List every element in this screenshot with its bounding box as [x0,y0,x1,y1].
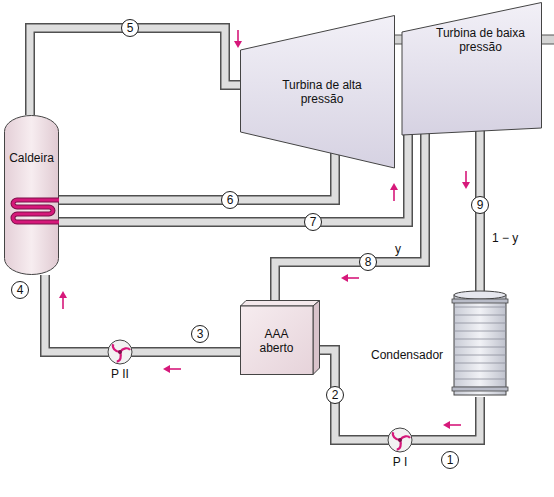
pipe-bore [332,152,339,175]
flow-arrowhead [341,274,348,282]
heater-side [313,301,320,375]
condenser-rib [454,363,506,364]
callout-number: 2 [326,386,344,404]
callout-number: 5 [121,19,139,37]
pipe-connector [140,352,240,373]
pump-hub [118,350,122,354]
condenser-rib [454,307,506,308]
feedwater-heater: AAA aberto [240,300,320,375]
node-label: P I [393,455,407,469]
pipe-wall [330,152,340,175]
pipe-connector [320,350,380,440]
flow-arrowhead [390,183,398,190]
flow-arrowhead [462,182,470,189]
pipe-wall [320,350,380,440]
pipe-connector [30,28,242,115]
node-label: Condensador [371,348,443,362]
boiler: Caldeira [4,115,59,275]
flow-arrowhead [234,41,242,48]
condenser-rib [454,371,506,372]
condenser-flange [452,387,508,391]
pipe-wall [140,347,240,357]
condenser-rib [454,379,506,380]
pipe-bore [320,350,380,440]
callout-number: 9 [471,196,489,214]
pipe-wall [475,397,485,405]
callout-number: 8 [359,253,377,271]
node-label: AAA aberto [251,327,303,355]
condenser-cap [454,291,506,299]
pipe-bore [477,144,484,285]
flow-arrow [237,30,239,41]
pipe-connector [462,144,480,285]
pipe-bore [59,175,335,200]
boiler-vessel [5,116,59,275]
pipe-bore [477,397,484,405]
condenser-rib [454,347,506,348]
node-label: P II [111,367,129,381]
heater-top [241,301,320,307]
turbine: Turbina de alta pressão [240,15,395,175]
pipe-connector [275,144,425,300]
condenser: Condensador [371,285,512,405]
heater-front [241,306,314,375]
pump-casing [388,428,412,452]
callout-number: 7 [304,213,322,231]
condenser-flange [452,299,508,303]
heating-coil [13,200,59,222]
callout-number: 4 [11,281,29,299]
flow-fraction: 1 − y [490,231,520,245]
condenser-rib [454,315,506,316]
flow-arrow [393,190,395,201]
shape-outline [4,115,59,275]
flow-arrowhead [59,291,67,298]
pump: P I [380,425,420,475]
condenser-shell [454,295,506,395]
pipe-wall [475,144,485,285]
flow-arrow [465,171,467,182]
shape-outline [400,2,542,144]
pipe-bore [140,349,240,356]
node-label: Turbina de baixa pressão [433,26,528,54]
turbine-body [241,16,395,169]
condenser-rib [454,339,506,340]
flow-arrowhead [443,421,450,429]
callout-number: 1 [441,451,459,469]
pipe-bore [45,275,100,352]
flow-fraction: y [393,242,403,256]
callout-number: 6 [221,191,239,209]
node-label: Turbina de alta pressão [272,78,372,106]
flow-arrowhead [163,365,170,373]
pipe-wall [420,405,480,440]
shape-outline [371,285,512,405]
pump: P II [100,337,140,387]
pipe-bore [420,405,480,440]
condenser-rib [454,355,506,356]
turbine: Turbina de baixa pressão [400,2,542,144]
pipe-connector [59,175,335,200]
pipe-wall [275,144,425,300]
turbine-body [402,3,542,136]
node-label: Caldeira [9,151,54,165]
flow-arrow [450,424,461,426]
heating-coil [13,200,59,222]
condenser-rib [454,323,506,324]
condenser-rib [454,331,506,332]
pipe-bore [30,28,240,115]
flow-arrow [348,277,359,279]
pump-casing [108,340,132,364]
pipe-connector [420,405,480,440]
pipe-wall [45,275,100,352]
pump-hub [398,438,402,442]
pipe-wall [30,28,240,115]
pipe-connector [45,275,100,352]
flow-arrow [170,368,181,370]
callout-number: 3 [191,325,209,343]
pipe-bore [275,144,425,300]
pipe-wall [59,175,335,200]
flow-arrow [62,298,64,309]
